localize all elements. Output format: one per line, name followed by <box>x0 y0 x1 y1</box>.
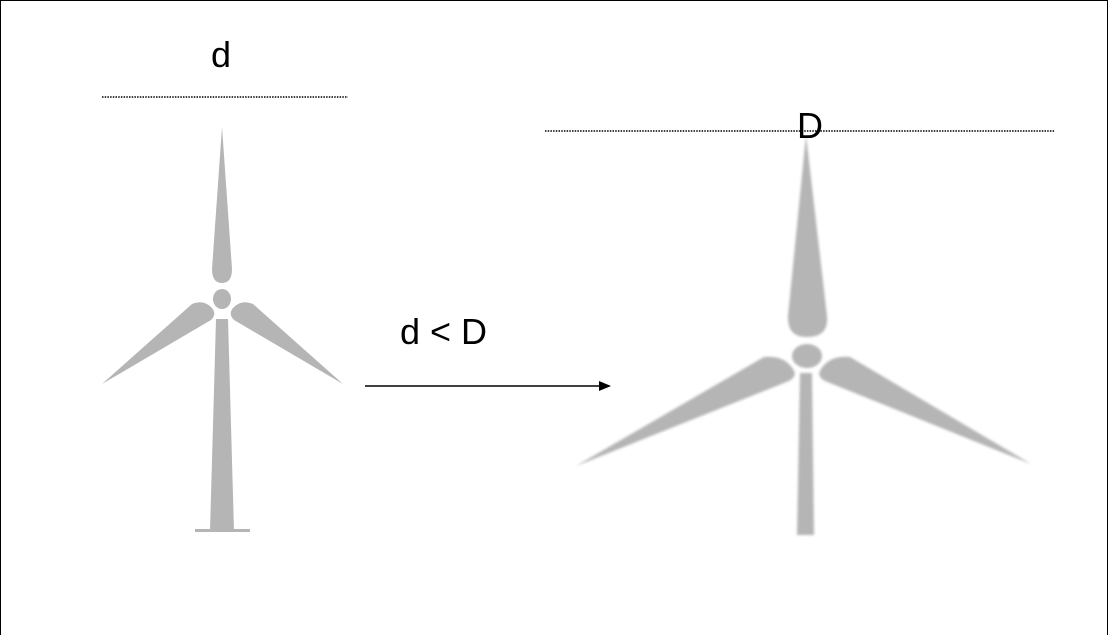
small-turbine-blade-right <box>230 302 343 384</box>
small-turbine-tower <box>210 319 234 531</box>
large-turbine-blade-top <box>787 135 828 337</box>
large-diameter-label: D <box>797 105 823 146</box>
large-turbine-hub <box>792 344 822 368</box>
small-turbine-icon <box>102 127 343 532</box>
small-turbine-blade-top <box>212 127 232 283</box>
comparison-label: d < D <box>400 311 488 352</box>
large-turbine-tower <box>797 373 814 535</box>
small-diameter-label: d <box>211 34 232 75</box>
large-turbine-blade-left <box>576 356 795 466</box>
small-turbine-hub <box>213 289 231 309</box>
large-turbine-blade-right <box>819 356 1031 464</box>
small-turbine-base <box>195 529 250 532</box>
small-turbine-blade-left <box>102 302 215 384</box>
large-turbine-icon <box>576 135 1031 535</box>
